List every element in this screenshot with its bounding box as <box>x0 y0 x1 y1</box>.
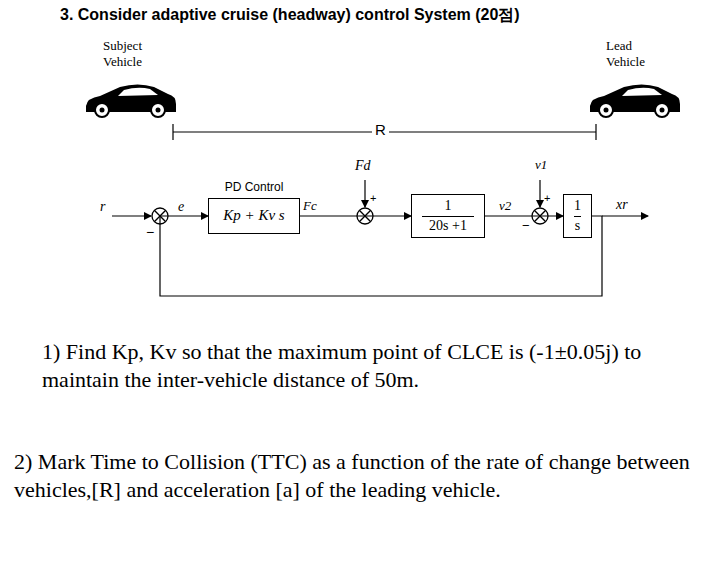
signal-label: R <box>372 121 389 140</box>
transfer-block: 1s <box>563 194 592 238</box>
signal-label: r <box>100 198 105 216</box>
controller-box: PD ControlKp + Kv s <box>208 198 300 234</box>
denominator-text: s <box>572 218 583 234</box>
question-text: 2) Mark Time to Collision (TTC) as a fun… <box>14 448 694 503</box>
denominator-text: 20s +1 <box>426 218 470 234</box>
vehicle-label: Subject Vehicle <box>103 38 163 71</box>
fraction-bar <box>574 216 581 217</box>
fraction-bar <box>422 216 474 217</box>
signal-label: v1 <box>535 157 547 173</box>
numerator-text: 1 <box>442 198 455 214</box>
signal-line <box>485 215 563 216</box>
signal-label: − <box>522 218 530 234</box>
car-icon <box>86 85 176 118</box>
signal-label: + <box>544 192 550 206</box>
signal-label: xr <box>616 196 628 214</box>
signal-label: Fd <box>355 157 371 175</box>
vehicle-label: Lead Vehicle <box>606 38 656 71</box>
question-text: 1) Find Kp, Kv so that the maximum point… <box>42 338 682 393</box>
car-icon <box>590 85 680 118</box>
signal-label: − <box>146 224 154 242</box>
signal-label: e <box>178 198 184 216</box>
transfer-block: 1 20s +1 <box>411 194 485 238</box>
block-text: Kp + Kv s <box>223 207 284 224</box>
signal-line <box>300 215 411 216</box>
signal-label: Fc <box>302 198 318 214</box>
block-heading: PD Control <box>225 180 284 194</box>
title-text: 3. Consider adaptive cruise (headway) co… <box>60 5 520 26</box>
numerator-text: 1 <box>571 198 584 214</box>
signal-label: + <box>370 192 376 206</box>
signal-label: v2 <box>498 198 512 214</box>
